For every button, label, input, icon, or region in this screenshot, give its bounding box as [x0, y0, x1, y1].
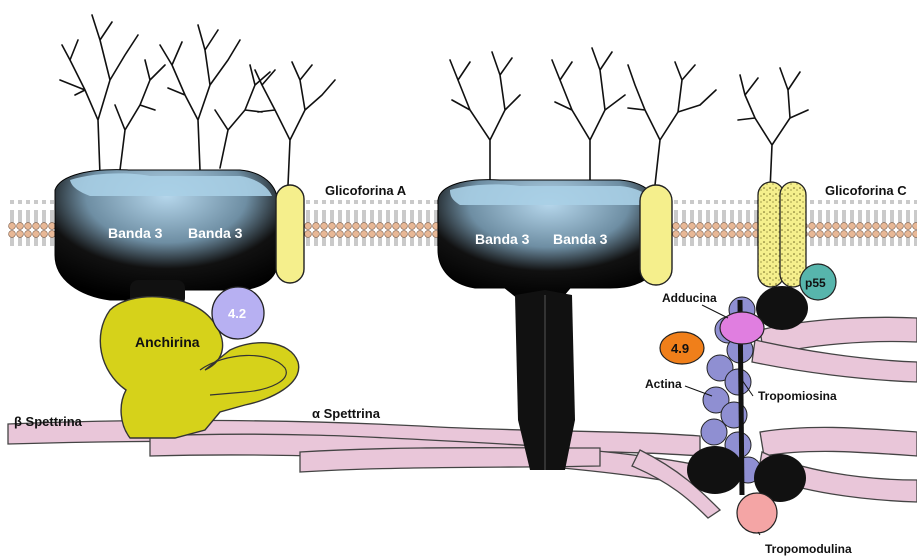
glycophorin-c-protein [756, 182, 808, 330]
label-protein-4-9: 4.9 [671, 341, 689, 356]
label-band3-a: Banda 3 [108, 225, 163, 241]
glycophorin-a-protein [276, 185, 304, 283]
tropomodulin-protein [737, 493, 777, 533]
label-protein-4-2: 4.2 [228, 306, 246, 321]
label-glycophorin-a: Glicoforina A [325, 183, 407, 198]
label-band3-d: Banda 3 [553, 231, 608, 247]
label-actin: Actina [645, 377, 682, 391]
label-tropomyosin: Tropomiosina [758, 389, 837, 403]
band3-middle-complex [438, 180, 660, 470]
label-alpha-spectrin: α Spettrina [312, 406, 381, 421]
glycan-trees [60, 15, 808, 190]
label-p55: p55 [805, 276, 826, 290]
label-ankyrin: Anchirina [135, 334, 200, 350]
glycophorin-right-of-band3 [640, 185, 672, 285]
label-glycophorin-c: Glicoforina C [825, 183, 907, 198]
label-beta-spectrin: β Spettrina [14, 414, 83, 429]
ankyrin-protein [100, 297, 298, 438]
spectrin-binding-black-left [687, 446, 743, 494]
label-band3-c: Banda 3 [475, 231, 530, 247]
label-band3-b: Banda 3 [188, 225, 243, 241]
label-adducin: Adducina [662, 291, 717, 305]
band3-left-complex [55, 170, 278, 306]
label-tropomodulin: Tropomodulina [765, 542, 852, 556]
